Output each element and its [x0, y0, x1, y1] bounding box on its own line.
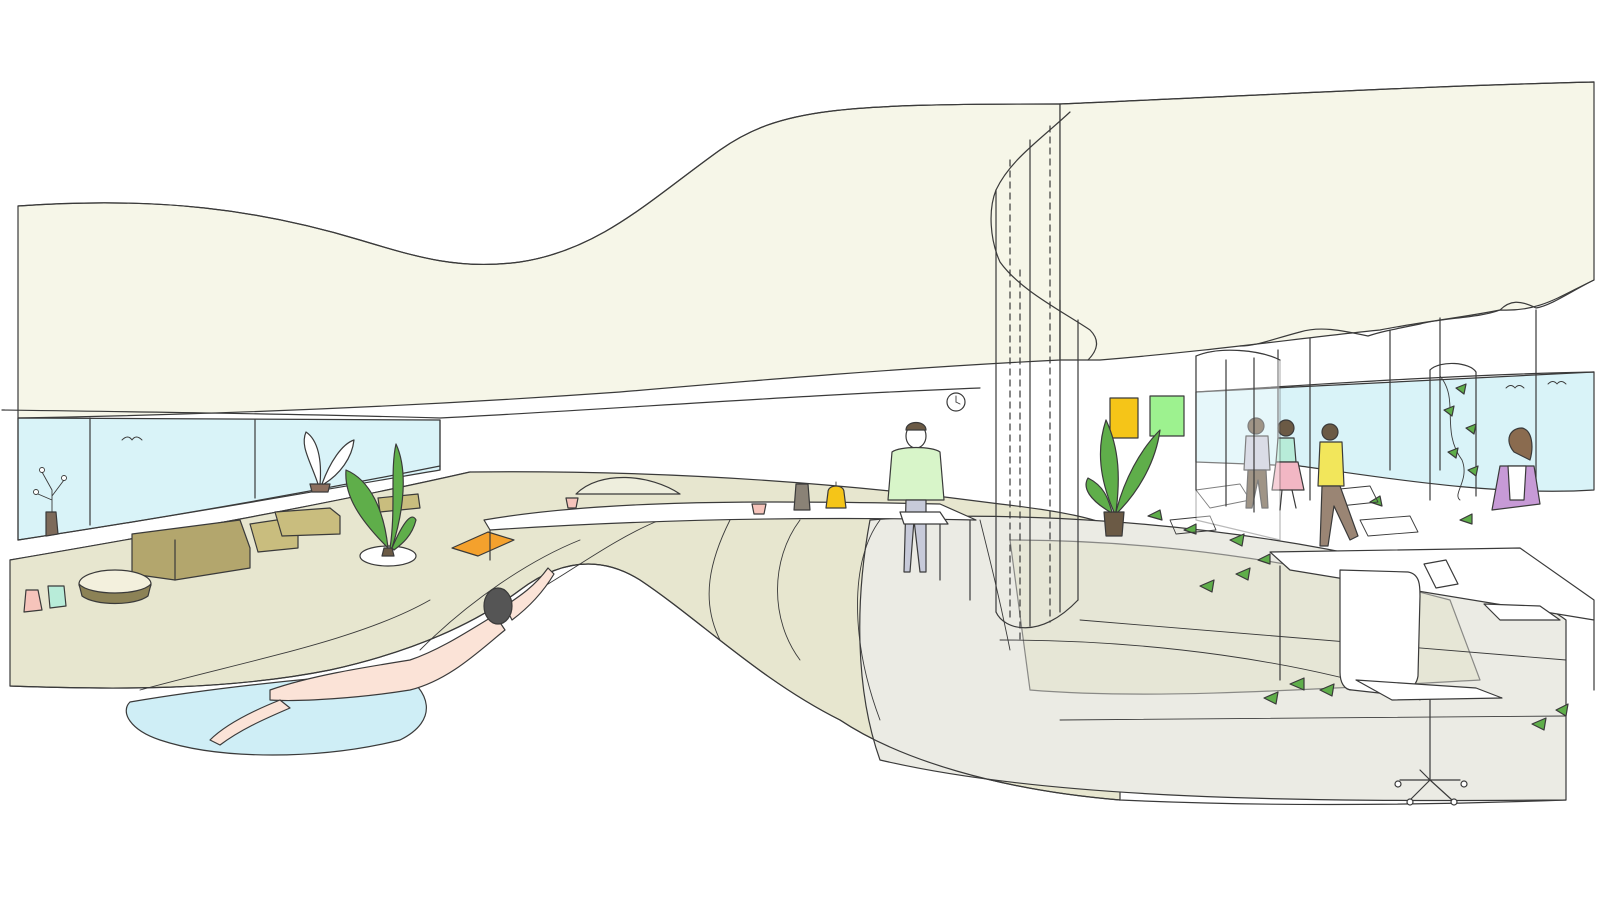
bird-icon: [121, 436, 143, 441]
vase-teal: [47, 585, 67, 609]
bench-seat: [131, 519, 251, 581]
right-pillars: [1195, 349, 1479, 541]
work-table-area: [483, 421, 977, 601]
orange-mat: [451, 531, 515, 557]
pink-cup: [751, 503, 767, 515]
clock-icon: [946, 392, 966, 412]
vase-pink: [23, 589, 43, 613]
ivy-column: [1429, 362, 1479, 501]
floor-leaves: [1147, 483, 1569, 731]
lounge-area: [23, 431, 515, 613]
potted-plant-icon: [1085, 419, 1161, 537]
person-walking-yellow: [1317, 423, 1359, 547]
swimmer-body: [269, 614, 506, 702]
branch-twigs: [37, 471, 65, 513]
swimmer-head: [483, 587, 513, 625]
curtain-top-edge: [990, 111, 1098, 361]
branch-vase: [45, 511, 59, 537]
yellow-kettle: [825, 485, 847, 509]
pink-bowl: [565, 497, 579, 509]
person-purple-jacket: [1491, 427, 1541, 511]
grey-bottle: [793, 483, 811, 511]
standing-person: [887, 421, 949, 573]
right-desk: [1269, 547, 1595, 621]
green-note: [1149, 395, 1185, 437]
office-chair-icon: [1339, 569, 1503, 806]
pillar-left: [1195, 349, 1281, 541]
potted-plant-icon: [303, 431, 355, 493]
swimmer-arm: [504, 567, 555, 621]
ceiling-left-wave: [17, 103, 1061, 419]
sheer-curtain: [990, 111, 1098, 641]
yellow-note: [1109, 397, 1139, 439]
long-table: [483, 501, 977, 531]
ceiling-right: [1059, 81, 1595, 361]
person-walking-pink: [1271, 419, 1305, 511]
swimmer: [209, 567, 555, 746]
paper-sheet: [1423, 559, 1459, 589]
round-ottoman-side: [78, 583, 152, 605]
right-desk-area: [1269, 547, 1595, 806]
pool: [125, 567, 555, 756]
keyboard: [1483, 603, 1561, 621]
sand-mound: [575, 476, 681, 495]
ceiling-outline: [17, 103, 1061, 266]
ceiling: [17, 81, 1595, 419]
floor-plant: [345, 443, 417, 567]
swimmer-leg: [209, 699, 291, 746]
bird-icon: [1547, 381, 1567, 385]
bird-icon: [1505, 385, 1525, 389]
person-walking-grey: [1243, 417, 1271, 509]
